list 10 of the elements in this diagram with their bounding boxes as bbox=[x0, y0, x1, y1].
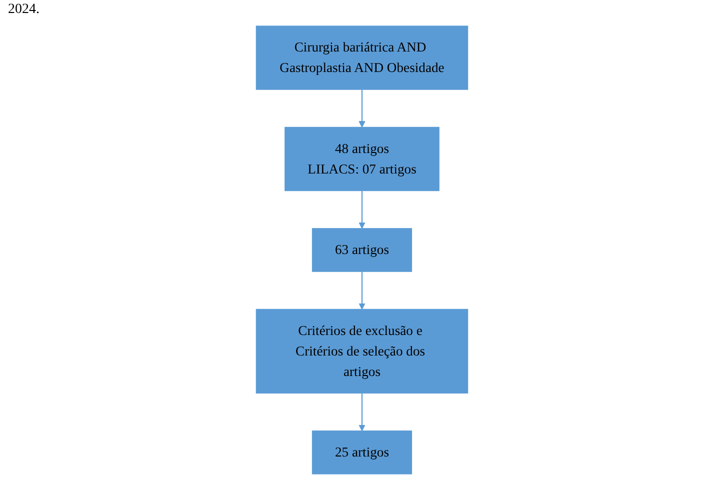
node-box: Cirurgia bariátrica AND Gastroplastia AND Obesidade bbox=[255, 26, 468, 90]
node-box: 63 artigos bbox=[311, 228, 412, 272]
arrow bbox=[358, 90, 365, 128]
node-box: Critérios de exclusão e Critérios de seleção dos artigos bbox=[255, 308, 468, 394]
arrow bbox=[358, 393, 365, 432]
node-box: 48 artigos LILACS: 07 artigos bbox=[284, 126, 439, 192]
node-box: 25 artigos bbox=[311, 430, 412, 474]
arrow bbox=[358, 190, 365, 229]
caption-text: 2024. bbox=[8, 2, 40, 18]
arrow bbox=[358, 272, 365, 310]
